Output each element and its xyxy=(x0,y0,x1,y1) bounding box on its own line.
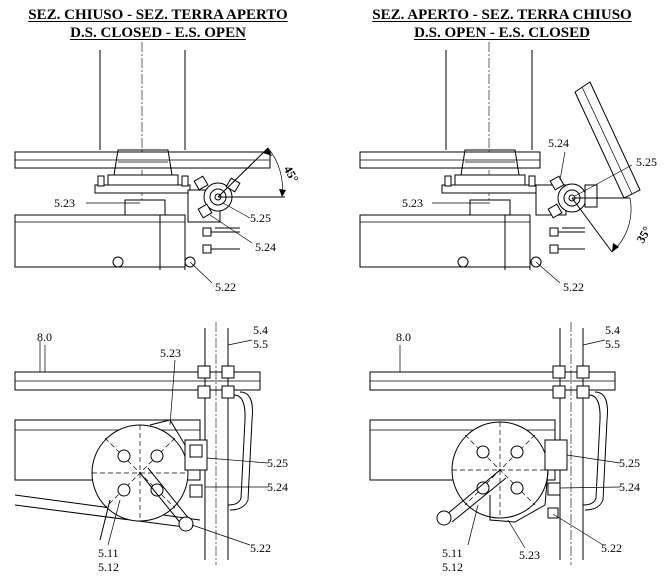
label-5-23: 5.23 xyxy=(402,196,423,210)
label-5-22: 5.22 xyxy=(215,280,236,294)
label-5-23: 5.23 xyxy=(160,346,181,360)
title-right-line1: SEZ. APERTO - SEZ. TERRA CHIUSO xyxy=(372,7,632,23)
title-right-line2: D.S. OPEN - E.S. CLOSED xyxy=(414,25,590,41)
title-right: SEZ. APERTO - SEZ. TERRA CHIUSO D.S. OPE… xyxy=(352,6,652,42)
label-5-4: 5.4 xyxy=(253,323,268,337)
label-5-22: 5.22 xyxy=(601,541,622,555)
label-5-12: 5.12 xyxy=(442,560,463,574)
title-left-line2: D.S. CLOSED - E.S. OPEN xyxy=(70,25,246,41)
label-5-5: 5.5 xyxy=(253,337,268,351)
angle-label: 45° xyxy=(281,163,302,185)
label-5-23: 5.23 xyxy=(54,196,75,210)
title-left: SEZ. CHIUSO - SEZ. TERRA APERTO D.S. CLO… xyxy=(8,6,308,42)
label-5-25: 5.25 xyxy=(267,456,288,470)
label-5-5: 5.5 xyxy=(605,337,620,351)
label-5-23: 5.23 xyxy=(519,548,540,562)
label-5-22: 5.22 xyxy=(250,541,271,555)
label-5-11: 5.11 xyxy=(442,546,463,560)
label-5-25: 5.25 xyxy=(636,155,657,169)
label-5-25: 5.25 xyxy=(619,456,640,470)
bottom-right-view: 8.0 5.4 5.5 5.25 5.24 5.11 5.12 5.23 5.2… xyxy=(369,322,640,574)
label-5-24: 5.24 xyxy=(255,240,276,254)
label-5-24: 5.24 xyxy=(267,480,288,494)
label-5-12: 5.12 xyxy=(98,560,119,574)
top-right-view: 5.24 5.25 5.23 5.22 35° xyxy=(359,42,657,294)
title-left-line1: SEZ. CHIUSO - SEZ. TERRA APERTO xyxy=(28,7,288,23)
label-5-24: 5.24 xyxy=(548,136,569,150)
label-5-24: 5.24 xyxy=(619,480,640,494)
top-left-view: 5.23 5.25 5.24 5.22 45° xyxy=(14,42,302,294)
label-5-22: 5.22 xyxy=(563,280,584,294)
bottom-left-view: 8.0 5.23 5.4 5.5 5.25 5.24 5.11 5.12 5.2… xyxy=(14,322,288,574)
label-5-4: 5.4 xyxy=(605,323,620,337)
label-5-11: 5.11 xyxy=(98,546,119,560)
label-8-0: 8.0 xyxy=(37,330,52,344)
angle-label: 35° xyxy=(633,224,654,246)
label-5-25: 5.25 xyxy=(250,211,271,225)
label-8-0: 8.0 xyxy=(396,330,411,344)
